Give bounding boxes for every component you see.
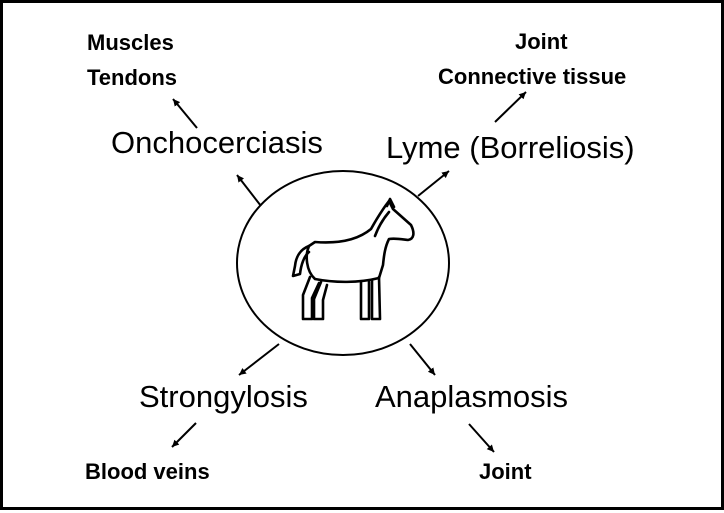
disease-anaplasmosis: Anaplasmosis	[375, 379, 568, 414]
arrow-to-blood-veins	[171, 422, 197, 448]
arrow-to-strongylosis	[238, 343, 280, 376]
arrow-to-onchocerciasis	[236, 174, 262, 207]
target-joint-bottom: Joint	[479, 459, 532, 484]
target-blood-veins: Blood veins	[85, 459, 210, 484]
arrow-to-joint-bottom	[468, 423, 495, 453]
arrow-to-lyme	[417, 170, 450, 197]
arrow-to-joint-connective	[494, 91, 527, 123]
disease-lyme: Lyme (Borreliosis)	[386, 130, 635, 165]
horse-icon	[291, 197, 415, 321]
target-connective-tissue: Connective tissue	[438, 64, 627, 89]
arrow-to-muscles-tendons	[172, 98, 198, 129]
disease-onchocerciasis: Onchocerciasis	[111, 125, 323, 160]
target-joint-top: Joint	[515, 29, 568, 54]
center-circle	[236, 170, 450, 356]
disease-strongylosis: Strongylosis	[139, 379, 308, 414]
diagram-canvas	[171, 91, 527, 453]
arrow-to-anaplasmosis	[409, 343, 436, 376]
target-tendons: Tendons	[87, 65, 178, 90]
target-muscles: Muscles	[87, 30, 174, 55]
